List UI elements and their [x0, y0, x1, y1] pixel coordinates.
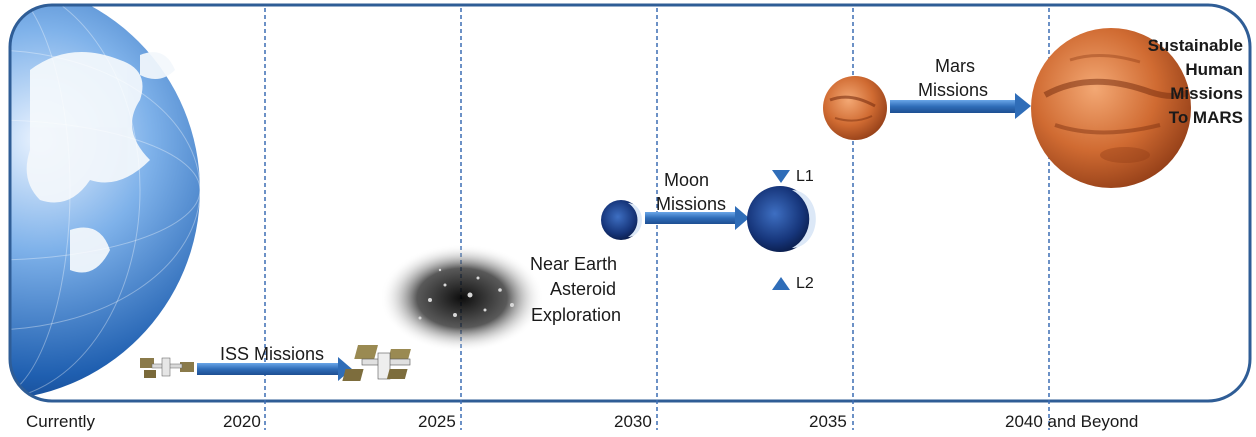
triangle-up-icon [772, 277, 790, 290]
year-2020: 2020 [223, 412, 261, 431]
asteroid-label-line2: Asteroid [550, 279, 617, 299]
mars-small-icon [823, 76, 887, 140]
asteroid-field-icon [380, 244, 544, 352]
l2-label: L2 [796, 275, 814, 292]
year-2040-beyond: 2040 and Beyond [1005, 412, 1139, 431]
mars-large-icon [1031, 28, 1191, 188]
mars-missions-line2: Missions [918, 80, 989, 100]
iss-arrow [197, 357, 352, 381]
year-2025: 2025 [418, 412, 456, 431]
asteroid-label-line1: Near Earth [530, 254, 618, 274]
sustainable-line4: To MARS [1168, 108, 1243, 127]
year-currently: Currently [26, 412, 95, 431]
sustainable-line3: Missions [1170, 84, 1243, 103]
iss-station-small-icon [140, 357, 194, 378]
triangle-down-icon [772, 170, 790, 183]
l1-label: L1 [796, 168, 814, 185]
iss-station-large-icon [342, 345, 411, 381]
mars-arrow [890, 93, 1031, 119]
moon-missions-line1: Moon [664, 170, 710, 190]
moon-missions-line2: Missions [656, 194, 727, 214]
frame-border [8, 3, 1252, 403]
earth-globe-icon [10, 5, 201, 401]
year-2035: 2035 [809, 412, 847, 431]
moon-arrow [645, 206, 749, 230]
sustainable-line1: Sustainable [1147, 36, 1243, 55]
sustainable-line2: Human [1185, 60, 1243, 79]
year-2030: 2030 [614, 412, 652, 431]
asteroid-label-line3: Exploration [531, 305, 622, 325]
moon-small-icon [601, 200, 642, 240]
moon-large-icon [747, 186, 816, 252]
mars-missions-line1: Mars [935, 56, 975, 76]
iss-missions-label: ISS Missions [220, 344, 325, 364]
